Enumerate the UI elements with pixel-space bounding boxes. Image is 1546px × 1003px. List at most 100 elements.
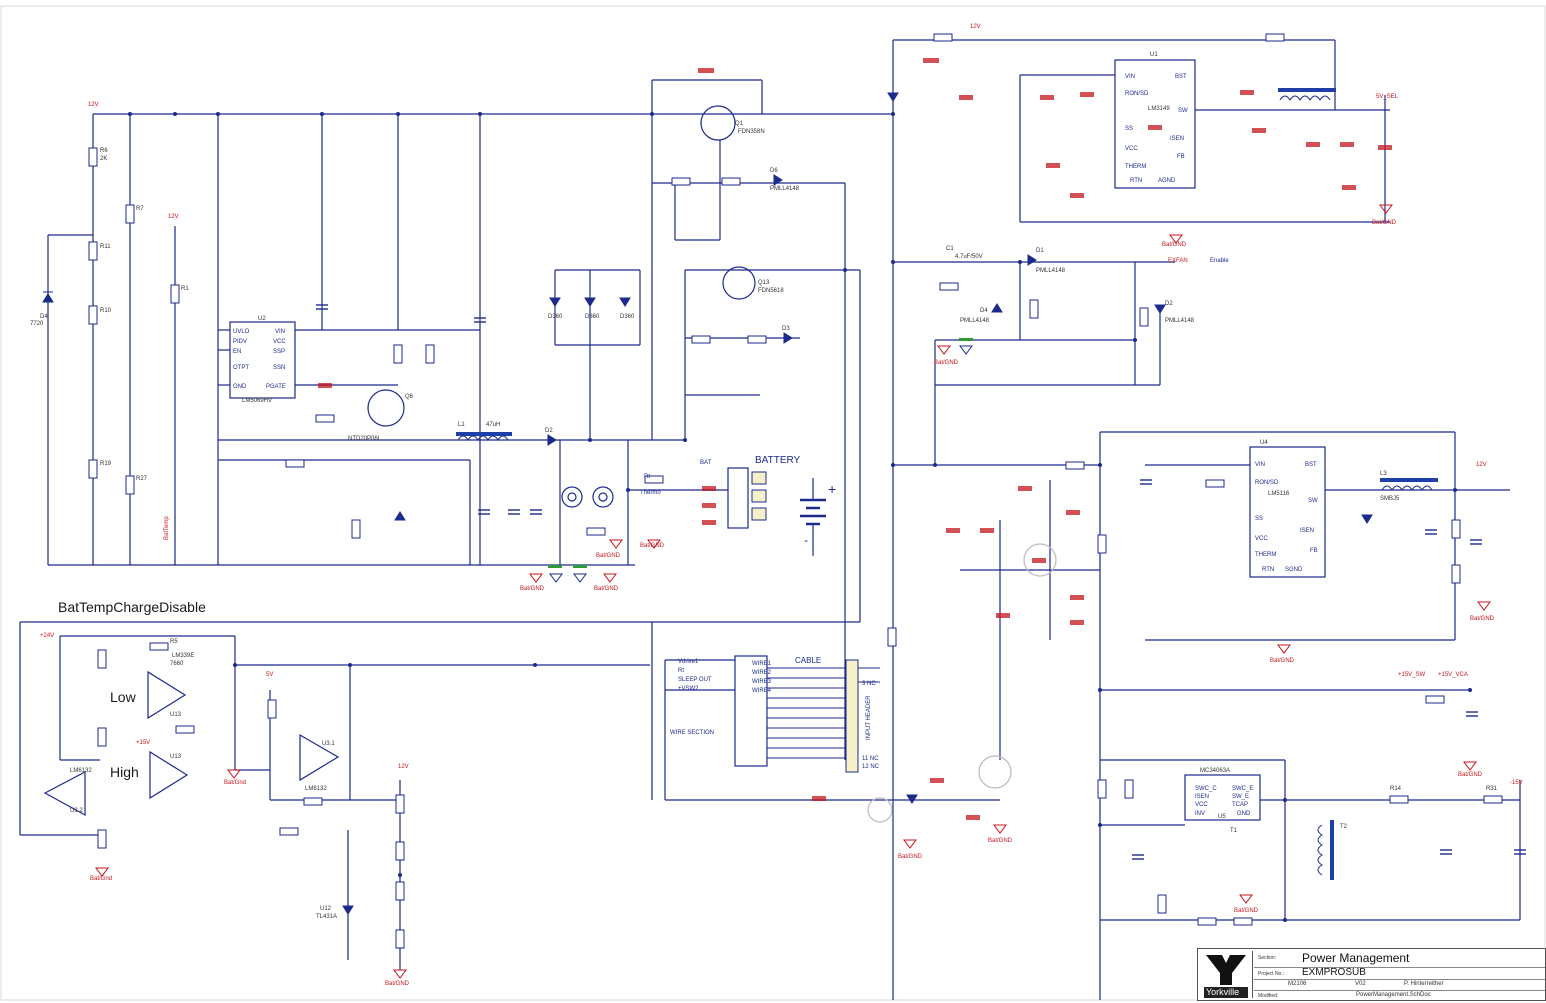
svg-text:FB: FB	[1310, 548, 1318, 554]
svg-text:Rt: Rt	[644, 474, 650, 480]
svg-text:ISEN: ISEN	[1195, 794, 1209, 800]
svg-text:GND: GND	[233, 384, 247, 390]
ground-symbols	[95, 204, 1491, 979]
svg-text:Bat/GND: Bat/GND	[898, 854, 923, 860]
transformer-bar	[1330, 820, 1334, 880]
transistor-ghost-1	[1023, 543, 1057, 577]
svg-text:VIN: VIN	[1255, 462, 1265, 468]
inductors	[456, 88, 1438, 880]
cable-connector	[734, 655, 768, 767]
opamps	[43, 670, 340, 817]
svg-text:R27: R27	[136, 476, 148, 482]
ic-u1	[1114, 59, 1196, 189]
svg-text:11 NC: 11 NC	[862, 756, 879, 762]
green-markers	[548, 338, 973, 568]
svg-text:12V: 12V	[168, 214, 179, 220]
svg-text:+15V_SW: +15V_SW	[1398, 672, 1426, 678]
svg-text:Bat/Gnd: Bat/Gnd	[224, 780, 246, 786]
svg-text:BAT: BAT	[700, 460, 712, 466]
svg-text:Bat/GND: Bat/GND	[520, 586, 545, 592]
svg-text:WIRE3: WIRE3	[752, 679, 772, 685]
inductor-l1-bar	[456, 432, 512, 436]
cable-strip	[767, 659, 880, 773]
svg-text:D4: D4	[980, 308, 988, 314]
svg-text:5V: 5V	[266, 672, 273, 678]
svg-text:C1: C1	[946, 246, 954, 252]
svg-text:LM339E: LM339E	[172, 653, 194, 659]
svg-text:PMLL4148: PMLL4148	[1165, 318, 1195, 324]
test-point-tp3	[561, 486, 583, 508]
svg-text:FDN358N: FDN358N	[738, 129, 765, 135]
svg-text:TL431A: TL431A	[316, 914, 337, 920]
svg-text:Bat/GND: Bat/GND	[594, 586, 619, 592]
svg-text:WIRE2: WIRE2	[752, 670, 772, 676]
svg-text:U13: U13	[170, 712, 182, 718]
title-block: Yorkville Section: Power Management Proj…	[1197, 948, 1546, 1001]
svg-text:R5: R5	[170, 639, 178, 645]
transistor-ghost-3	[867, 797, 893, 823]
svg-text:Bat/GND: Bat/GND	[1162, 242, 1187, 248]
svg-text:D360: D360	[548, 314, 563, 320]
title-block-title: Power Management	[1302, 951, 1410, 965]
svg-text:-15V: -15V	[1510, 780, 1523, 786]
svg-text:VCC: VCC	[1125, 146, 1138, 152]
comparator-low-label: Low	[110, 689, 136, 705]
svg-text:WIRE1: WIRE1	[752, 661, 772, 667]
svg-text:THERM: THERM	[1125, 164, 1146, 170]
svg-text:U2: U2	[258, 316, 266, 322]
yorkville-logo: Yorkville	[1200, 951, 1253, 998]
svg-text:SWC_E: SWC_E	[1232, 786, 1253, 792]
svg-text:SLEEP OUT: SLEEP OUT	[678, 677, 712, 683]
svg-text:12V: 12V	[88, 102, 99, 108]
svg-text:2K: 2K	[100, 156, 107, 162]
svg-text:T1: T1	[1230, 828, 1238, 834]
svg-text:Enable: Enable	[1210, 258, 1229, 264]
svg-text:AGND: AGND	[1158, 178, 1176, 184]
svg-text:VCC: VCC	[1195, 802, 1208, 808]
svg-text:12V: 12V	[398, 764, 409, 770]
opamp-high	[149, 750, 189, 800]
svg-text:U3.1: U3.1	[322, 741, 335, 747]
svg-text:12V: 12V	[1476, 462, 1487, 468]
svg-text:VCC: VCC	[1255, 536, 1268, 542]
svg-text:SSN: SSN	[273, 365, 285, 371]
svg-text:LM3149: LM3149	[1148, 106, 1170, 112]
svg-text:L3: L3	[1380, 471, 1387, 477]
svg-text:47uH: 47uH	[486, 422, 500, 428]
svg-text:R1: R1	[181, 286, 189, 292]
battery-plus-sign: +	[828, 481, 836, 497]
svg-text:Bat/GND: Bat/GND	[1372, 220, 1397, 226]
svg-text:INPUT HEADER: INPUT HEADER	[866, 695, 872, 740]
svg-text:4.7uF/50V: 4.7uF/50V	[955, 254, 983, 260]
svg-text:R11: R11	[100, 244, 111, 250]
diodes	[42, 92, 1373, 915]
svg-text:L1: L1	[458, 422, 465, 428]
svg-text:+15V: +15V	[136, 740, 150, 746]
opamp-u32	[43, 771, 86, 817]
title-block-project: EXMPROSUB	[1302, 967, 1366, 978]
mosfet-q6	[367, 389, 405, 427]
svg-text:SW_E: SW_E	[1232, 794, 1249, 800]
svg-text:Q13: Q13	[758, 280, 770, 286]
svg-text:PMLL4148: PMLL4148	[1036, 268, 1066, 274]
svg-text:Bat/Gnd: Bat/Gnd	[90, 876, 112, 882]
svg-text:R6: R6	[100, 148, 108, 154]
svg-text:Bat/GND: Bat/GND	[385, 981, 410, 987]
ic-u4	[1249, 446, 1326, 578]
svg-text:ISEN: ISEN	[1170, 136, 1184, 142]
opamp-low	[147, 670, 187, 720]
dnp-markers	[318, 58, 1392, 820]
svg-text:Bat/GND: Bat/GND	[1234, 908, 1259, 914]
svg-text:U12: U12	[320, 906, 332, 912]
svg-text:LM5116: LM5116	[1268, 491, 1290, 497]
svg-text:SS: SS	[1255, 516, 1263, 522]
svg-text:U4: U4	[1260, 440, 1268, 446]
svg-text:Rt: Rt	[678, 668, 684, 674]
comparator-high-label: High	[110, 764, 139, 780]
svg-text:ISEN: ISEN	[1300, 528, 1314, 534]
svg-text:SS: SS	[1125, 126, 1133, 132]
svg-text:WIRE4: WIRE4	[752, 688, 772, 694]
svg-text:Q6: Q6	[405, 394, 414, 400]
